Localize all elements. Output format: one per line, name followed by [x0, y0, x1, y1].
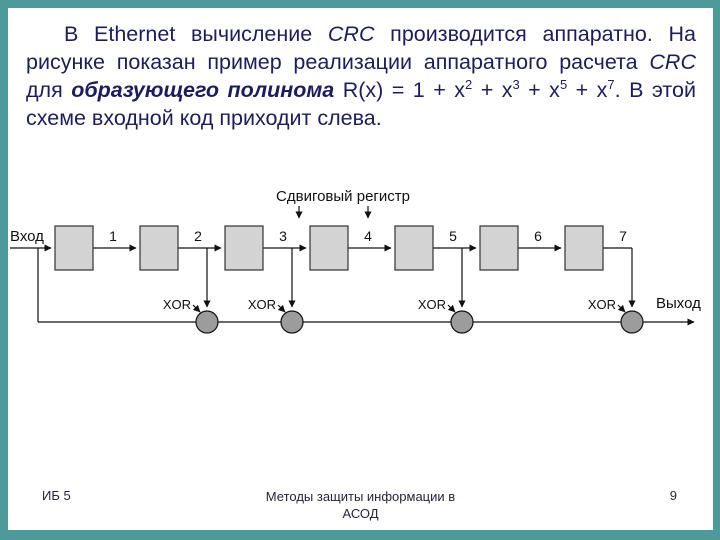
input-label: Вход — [10, 228, 44, 245]
text-run: . В этой схеме входной код приходит слев… — [26, 78, 696, 130]
xor-gates — [195, 310, 644, 334]
text-run-bold-italic: образующего полинома — [71, 78, 335, 102]
cell-number-4: 4 — [364, 228, 372, 244]
shift-register-title: Сдвиговый регистр — [276, 188, 410, 205]
page-number: 9 — [669, 488, 677, 503]
xor-labels: XOR XOR XOR XOR — [163, 297, 616, 312]
exponent: 5 — [559, 76, 568, 92]
slide-content-area: В Ethernet вычисление CRC производится а… — [8, 8, 713, 530]
xor-gate-1 — [195, 310, 219, 334]
cell-number-5: 5 — [449, 228, 457, 244]
xor-gate-4 — [620, 310, 644, 334]
text-run: + x — [567, 78, 608, 102]
text-run: производится аппаратно. На рисунке показ… — [26, 22, 696, 74]
text-run: В Ethernet вычисление — [64, 22, 328, 46]
text-run: + x — [519, 78, 560, 102]
exponent: 3 — [512, 76, 520, 92]
text-run: R(x) = 1 + x — [334, 78, 465, 102]
text-run-italic: CRC — [649, 50, 696, 74]
xor-label-4: XOR — [588, 297, 616, 312]
register-cells — [54, 225, 604, 271]
cell-number-7: 7 — [619, 228, 627, 244]
footer-title-line2: АСОД — [342, 506, 379, 521]
register-cell-3 — [224, 225, 264, 271]
xor-label-2: XOR — [248, 297, 276, 312]
footer-title: Методы защиты информации в АСОД — [8, 488, 713, 522]
cell-number-2: 2 — [194, 228, 202, 244]
xor-gate-3 — [450, 310, 474, 334]
output-label: Выход — [656, 295, 701, 312]
text-run-italic: CRC — [327, 22, 375, 46]
crc-diagram: Сдвиговый регистр — [10, 188, 701, 334]
xor-gate-2 — [280, 310, 304, 334]
text-run: для — [26, 78, 72, 102]
cell-number-3: 3 — [279, 228, 287, 244]
xor-label-3: XOR — [418, 297, 446, 312]
text-run: + x — [472, 78, 513, 102]
wires — [10, 244, 695, 326]
register-cell-2 — [139, 225, 179, 271]
body-paragraph: В Ethernet вычисление CRC производится а… — [26, 20, 696, 132]
footer-title-line1: Методы защиты информации в — [265, 489, 456, 504]
exponent: 7 — [607, 76, 615, 92]
cell-number-1: 1 — [109, 228, 117, 244]
cell-numbers: 1 2 3 4 5 6 7 — [109, 228, 627, 244]
register-cell-7 — [564, 225, 604, 271]
xor-label-1: XOR — [163, 297, 191, 312]
register-cell-6 — [479, 225, 519, 271]
register-cell-1 — [54, 225, 94, 271]
cell-number-6: 6 — [534, 228, 542, 244]
register-cell-4 — [309, 225, 349, 271]
title-pointer-arrows — [295, 206, 372, 219]
exponent: 2 — [465, 76, 473, 92]
register-cell-5 — [394, 225, 434, 271]
footer-course-code: ИБ 5 — [42, 488, 71, 503]
